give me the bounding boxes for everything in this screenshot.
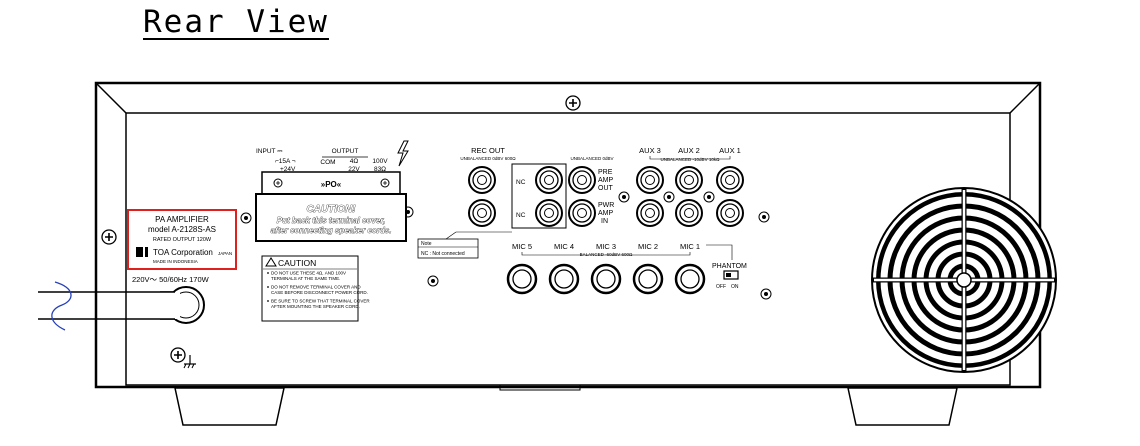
pre-amp-label: AMP	[598, 177, 614, 184]
output-100v: 100V	[372, 158, 388, 165]
aux-3-jack-top[interactable]	[636, 166, 664, 194]
terminal-cover-logo: »PO«	[321, 180, 342, 189]
mic-2-label: MIC 2	[638, 242, 658, 251]
made-in: MADE IN INDONESIA	[153, 259, 198, 264]
company-country: JAPAN	[218, 251, 232, 256]
screw-icon	[758, 211, 770, 223]
output-22v: 22V	[348, 166, 360, 173]
screw-icon	[618, 191, 630, 203]
caution-item: BE SURE TO SCREW THAT TERMINAL COVER	[271, 299, 370, 304]
pre-amp-out-jack[interactable]	[568, 166, 596, 194]
mic-4-jack[interactable]	[548, 263, 580, 295]
note-box: Note NC : Not connected	[417, 231, 512, 259]
rec-out-label: REC OUT	[471, 146, 505, 155]
nc-jack-top[interactable]	[535, 166, 563, 194]
phantom-switch[interactable]	[723, 270, 739, 280]
output-4ohm: 4Ω	[350, 158, 359, 165]
nc-jack-bottom[interactable]	[535, 199, 563, 227]
nc-label-top: NC	[516, 179, 526, 186]
pre-label: PRE	[598, 169, 613, 176]
screw-icon	[240, 212, 252, 224]
rec-out-sub: UNBALANCED 0dBV 600Ω	[460, 156, 516, 161]
pwr-in-label: IN	[601, 218, 608, 225]
mic-2-jack[interactable]	[632, 263, 664, 295]
label-line-3: RATED OUTPUT 120W	[153, 237, 212, 243]
mic-3-label: MIC 3	[596, 242, 616, 251]
screw-icon	[760, 288, 772, 300]
output-com: COM	[320, 159, 335, 166]
caution-item: TERMINALS AT THE SAME TIME.	[271, 276, 340, 281]
power-cord	[38, 281, 205, 331]
aux-1-jack-top[interactable]	[716, 166, 744, 194]
aux-1-jack-bottom[interactable]	[716, 199, 744, 227]
input-current: ⌐15A ¬	[275, 158, 296, 165]
toa-logo-icon	[136, 247, 148, 257]
phantom-off: OFF	[716, 284, 726, 290]
lightning-bolt-icon	[397, 140, 409, 167]
caution-item: AFTER MOUNTING THE SPEAKER CORD.	[271, 304, 360, 309]
power-rating: 220V～ 50/60Hz 170W	[132, 275, 210, 284]
aux-2-label: AUX 2	[678, 146, 700, 155]
pre-out-label: OUT	[598, 185, 614, 192]
mic-1-label: MIC 1	[680, 242, 700, 251]
screw-icon	[703, 191, 715, 203]
mic-4-label: MIC 4	[554, 242, 574, 251]
screw-icon	[565, 95, 581, 111]
screw-icon	[427, 275, 439, 287]
pwr-amp-in-jack[interactable]	[568, 199, 596, 227]
aux-2-jack-top[interactable]	[675, 166, 703, 194]
aux-2-jack-bottom[interactable]	[675, 199, 703, 227]
mic-5-label: MIC 5	[512, 242, 532, 251]
terminal-block: INPUT ⎓ ⌐15A ¬ +24V OUTPUT COM 4Ω 22V 10…	[255, 140, 409, 242]
caution-title: CAUTION	[278, 258, 316, 268]
model-label: PA AMPLIFIER model A-2128S-AS RATED OUTP…	[127, 209, 237, 270]
terminal-caution-title: CAUTION!	[307, 204, 357, 215]
company-name: TOA Corporation	[153, 248, 213, 257]
terminal-caution-line-1: Put back this terminal cover,	[277, 216, 385, 225]
warning-icon	[265, 257, 277, 267]
caution-item: DO NOT USE THESE 4Ω, AND 100V	[271, 271, 346, 276]
rec-out-jack-bottom[interactable]	[468, 199, 496, 227]
caution-sticker: CAUTION DO NOT USE THESE 4Ω, AND 100V TE…	[261, 255, 370, 322]
input-24v: +24V	[280, 166, 296, 173]
label-line-2: model A-2128S-AS	[148, 225, 216, 234]
output-83ohm: 83Ω	[374, 166, 386, 173]
page-title: Rear View	[143, 4, 329, 40]
mic-1-jack[interactable]	[674, 263, 706, 295]
input-label: INPUT ⎓	[256, 148, 282, 155]
pre-amp-sub: UNBALANCED 0dBV	[570, 156, 613, 161]
terminal-cover	[255, 193, 407, 242]
mic-sub: BALANCED -60dBV 600Ω	[580, 252, 633, 257]
ground-icon	[170, 347, 196, 369]
aux-sub: UNBALANCED -10dBV 10kΩ	[661, 157, 721, 162]
aux-3-label: AUX 3	[639, 146, 661, 155]
note-title: Note	[421, 241, 432, 247]
mic-5-jack[interactable]	[506, 263, 538, 295]
pwr-label: PWR	[598, 202, 614, 209]
label-highlight	[127, 209, 237, 270]
phantom-on: ON	[731, 284, 739, 290]
nc-label-bottom: NC	[516, 212, 526, 219]
mic-3-jack[interactable]	[590, 263, 622, 295]
output-label: OUTPUT	[332, 148, 359, 155]
note-text: NC : Not connected	[421, 251, 465, 257]
feet	[174, 387, 958, 426]
aux-3-jack-bottom[interactable]	[636, 199, 664, 227]
fan-grille	[871, 187, 1057, 373]
caution-item: CASE BEFORE DISCONNECT POWER CORD.	[271, 290, 368, 295]
phantom-label: PHANTOM	[712, 263, 747, 270]
screw-icon	[101, 229, 117, 245]
aux-1-label: AUX 1	[719, 146, 741, 155]
rec-out-jack-top[interactable]	[468, 166, 496, 194]
screw-icon	[663, 191, 675, 203]
pwr-amp-label: AMP	[598, 210, 614, 217]
terminal-caution-line-2: after connecting speaker cords.	[271, 226, 392, 235]
label-line-1: PA AMPLIFIER	[155, 215, 209, 224]
caution-item: DO NOT REMOVE TERMINAL COVER AND	[271, 285, 361, 290]
